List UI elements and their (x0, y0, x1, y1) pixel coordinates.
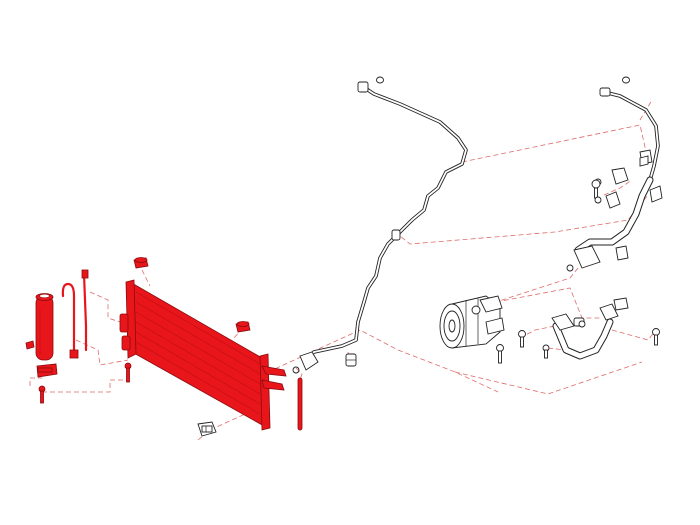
leader-line (89, 291, 121, 323)
condenser[interactable] (119, 279, 287, 431)
hose-bracket[interactable] (605, 155, 663, 311)
liquid-pipe-clamp[interactable] (345, 353, 357, 367)
drier-bolt[interactable] (38, 385, 46, 404)
leader-line (519, 325, 556, 339)
receiver-drier[interactable] (35, 293, 54, 361)
condenser-fins (135, 291, 261, 415)
leader-line (42, 379, 128, 393)
leader-line (454, 361, 643, 395)
leader-line (75, 339, 129, 366)
liquid-pipe[interactable] (299, 81, 468, 371)
condenser-bolt[interactable] (124, 362, 132, 383)
pressure-switch[interactable] (197, 421, 217, 437)
suction-hose[interactable] (551, 303, 619, 360)
drier-pipe[interactable] (61, 269, 89, 359)
leader-line (603, 179, 633, 196)
leader-line (267, 329, 499, 393)
leader-line (495, 287, 600, 319)
compressor[interactable] (439, 295, 505, 349)
leader-line (611, 329, 657, 341)
leader-line (29, 377, 42, 386)
condenser-mount-rubber[interactable] (133, 257, 251, 333)
leader-line (495, 267, 579, 303)
leader-lines (29, 99, 657, 441)
leader-line (141, 269, 151, 287)
receiver-drier-bracket[interactable] (25, 340, 58, 378)
leader-line (547, 347, 566, 351)
discharge-hose[interactable] (573, 87, 660, 269)
leader-line (461, 124, 649, 163)
condenser-side-seal[interactable] (297, 377, 303, 431)
bolt (496, 179, 660, 364)
